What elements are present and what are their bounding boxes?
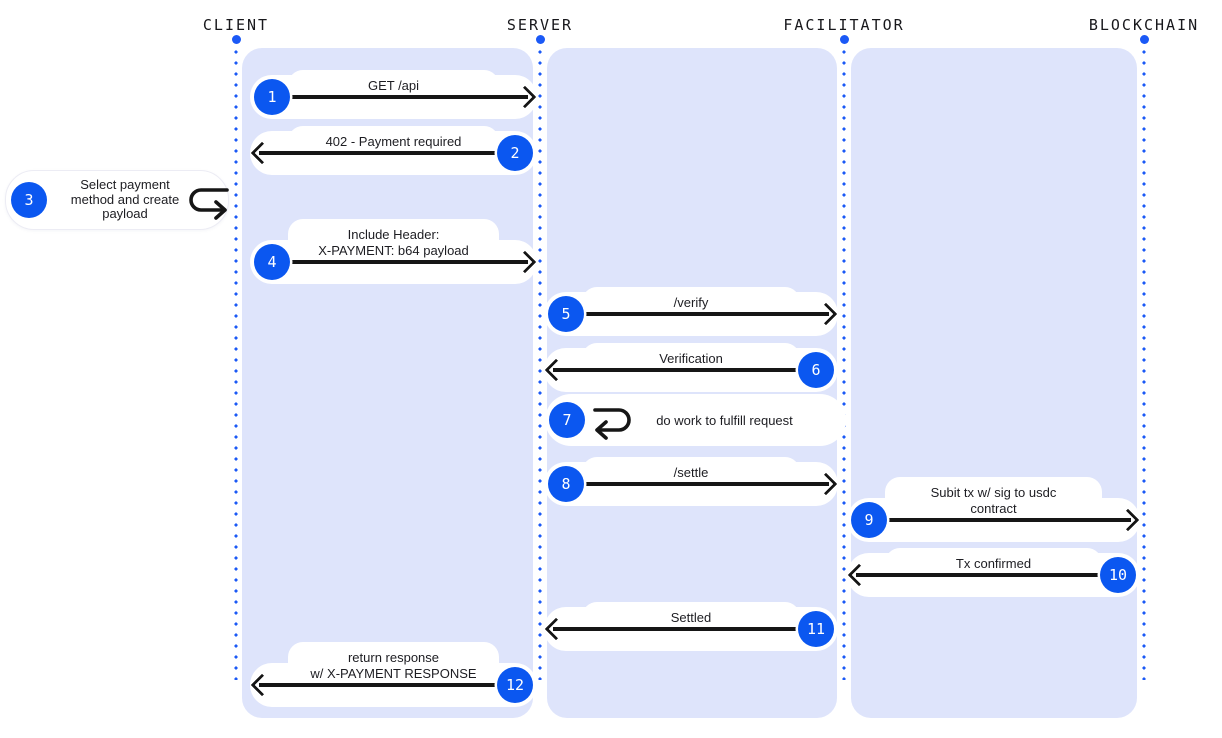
step-number-badge: 9 bbox=[851, 502, 887, 538]
arrowhead-right-icon bbox=[1116, 508, 1140, 532]
message-label: Verification bbox=[582, 343, 800, 378]
step-number-badge: 1 bbox=[254, 79, 290, 115]
lifeline-server bbox=[538, 50, 542, 680]
message-label: /settle bbox=[582, 457, 800, 492]
lifeline-facilitator bbox=[842, 50, 846, 680]
message-label: 402 - Payment required bbox=[288, 126, 499, 161]
message-4-x-payment-header: Include Header: X-PAYMENT: b64 payload 4 bbox=[250, 219, 537, 284]
message-10-tx-confirmed: Tx confirmed 10 bbox=[847, 548, 1140, 597]
arrow-line bbox=[576, 482, 829, 486]
message-6-verification: Verification 6 bbox=[544, 343, 838, 392]
arrowhead-left-icon bbox=[250, 141, 274, 165]
arrow-line bbox=[576, 312, 829, 316]
message-5-verify: /verify 5 bbox=[544, 287, 838, 336]
loop-arrow-icon bbox=[593, 408, 631, 440]
step-number-badge: 6 bbox=[798, 352, 834, 388]
actor-label-facilitator: FACILITATOR bbox=[783, 16, 905, 34]
message-1-get-api: GET /api 1 bbox=[250, 70, 537, 119]
lifeline-blockchain bbox=[1142, 50, 1146, 680]
lifeline-dot-blockchain bbox=[1139, 35, 1149, 44]
note-label: Select payment method and create payload bbox=[70, 177, 180, 222]
message-11-settled: Settled 11 bbox=[544, 602, 838, 651]
message-2-payment-required: 402 - Payment required 2 bbox=[250, 126, 537, 175]
arrowhead-right-icon bbox=[814, 302, 838, 326]
panel-facilitator-blockchain bbox=[851, 48, 1137, 718]
arrow-line bbox=[553, 627, 806, 631]
arrowhead-right-icon bbox=[513, 85, 537, 109]
lifeline-client bbox=[234, 50, 238, 680]
lifeline-dot-server bbox=[535, 35, 545, 44]
message-label: Settled bbox=[582, 602, 800, 637]
arrowhead-right-icon bbox=[814, 472, 838, 496]
arrowhead-left-icon bbox=[250, 673, 274, 697]
arrow-line bbox=[282, 260, 528, 264]
step-number-badge: 4 bbox=[254, 244, 290, 280]
arrowhead-left-icon bbox=[544, 617, 568, 641]
return-arrow-icon bbox=[189, 188, 229, 220]
note-select-payment: 3 Select payment method and create paylo… bbox=[5, 170, 229, 230]
actor-label-client: CLIENT bbox=[202, 16, 270, 34]
message-8-settle: /settle 8 bbox=[544, 457, 838, 506]
step-number-badge: 11 bbox=[798, 611, 834, 647]
arrow-line bbox=[282, 95, 528, 99]
message-label: /verify bbox=[582, 287, 800, 322]
message-label: GET /api bbox=[288, 70, 499, 105]
arrow-line bbox=[553, 368, 806, 372]
step-number-badge: 3 bbox=[11, 182, 47, 218]
arrowhead-left-icon bbox=[847, 563, 871, 587]
message-12-return-response: return response w/ X-PAYMENT RESPONSE 12 bbox=[250, 642, 537, 707]
arrow-line bbox=[259, 151, 505, 155]
arrowhead-right-icon bbox=[513, 250, 537, 274]
message-label: Tx confirmed bbox=[885, 548, 1102, 583]
arrow-line bbox=[856, 573, 1108, 577]
lifeline-dot-client bbox=[231, 35, 241, 44]
lifeline-dot-facilitator bbox=[839, 35, 849, 44]
arrowhead-left-icon bbox=[544, 358, 568, 382]
message-9-submit-tx: Subit tx w/ sig to usdc contract 9 bbox=[847, 477, 1140, 542]
step-number-badge: 12 bbox=[497, 667, 533, 703]
arrow-line bbox=[259, 683, 505, 687]
self-message-do-work: 7 do work to fulfill request bbox=[545, 394, 846, 446]
actor-label-server: SERVER bbox=[506, 16, 574, 34]
step-number-badge: 7 bbox=[549, 402, 585, 438]
message-label: do work to fulfill request bbox=[656, 412, 793, 428]
step-number-badge: 8 bbox=[548, 466, 584, 502]
step-number-badge: 2 bbox=[497, 135, 533, 171]
step-number-badge: 5 bbox=[548, 296, 584, 332]
arrow-line bbox=[879, 518, 1131, 522]
step-number-badge: 10 bbox=[1100, 557, 1136, 593]
actor-label-blockchain: BLOCKCHAIN bbox=[1088, 16, 1200, 34]
